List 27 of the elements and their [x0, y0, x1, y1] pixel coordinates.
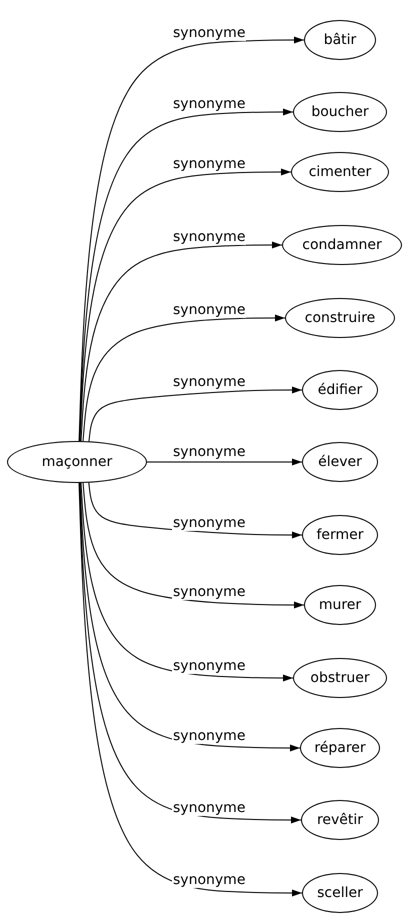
arrow [80, 242, 282, 442]
node-label: cimenter [308, 164, 372, 180]
arrow [80, 168, 292, 442]
node-label: fermer [316, 527, 364, 543]
node-label: bâtir [324, 32, 356, 48]
node-label: boucher [311, 104, 369, 120]
arrow [82, 482, 304, 608]
arrow [146, 458, 302, 466]
node-label: édifier [318, 382, 362, 398]
node-label: condamner [302, 237, 382, 253]
node-label: élever [318, 454, 362, 470]
arrow [88, 386, 302, 442]
arrow [82, 314, 286, 442]
node-label: obstruer [310, 670, 370, 686]
arrow [80, 482, 294, 682]
node-label: sceller [317, 885, 363, 901]
node-label: revêtir [316, 812, 364, 828]
node-label: maçonner [42, 454, 112, 470]
arrow [88, 482, 302, 538]
node-label: murer [318, 597, 362, 613]
arrow [78, 36, 304, 442]
node-label: réparer [314, 740, 366, 756]
node-label: construire [304, 310, 376, 326]
arrow [80, 482, 300, 752]
arrow [78, 482, 302, 896]
arrow [78, 482, 302, 824]
arrow [79, 108, 294, 442]
